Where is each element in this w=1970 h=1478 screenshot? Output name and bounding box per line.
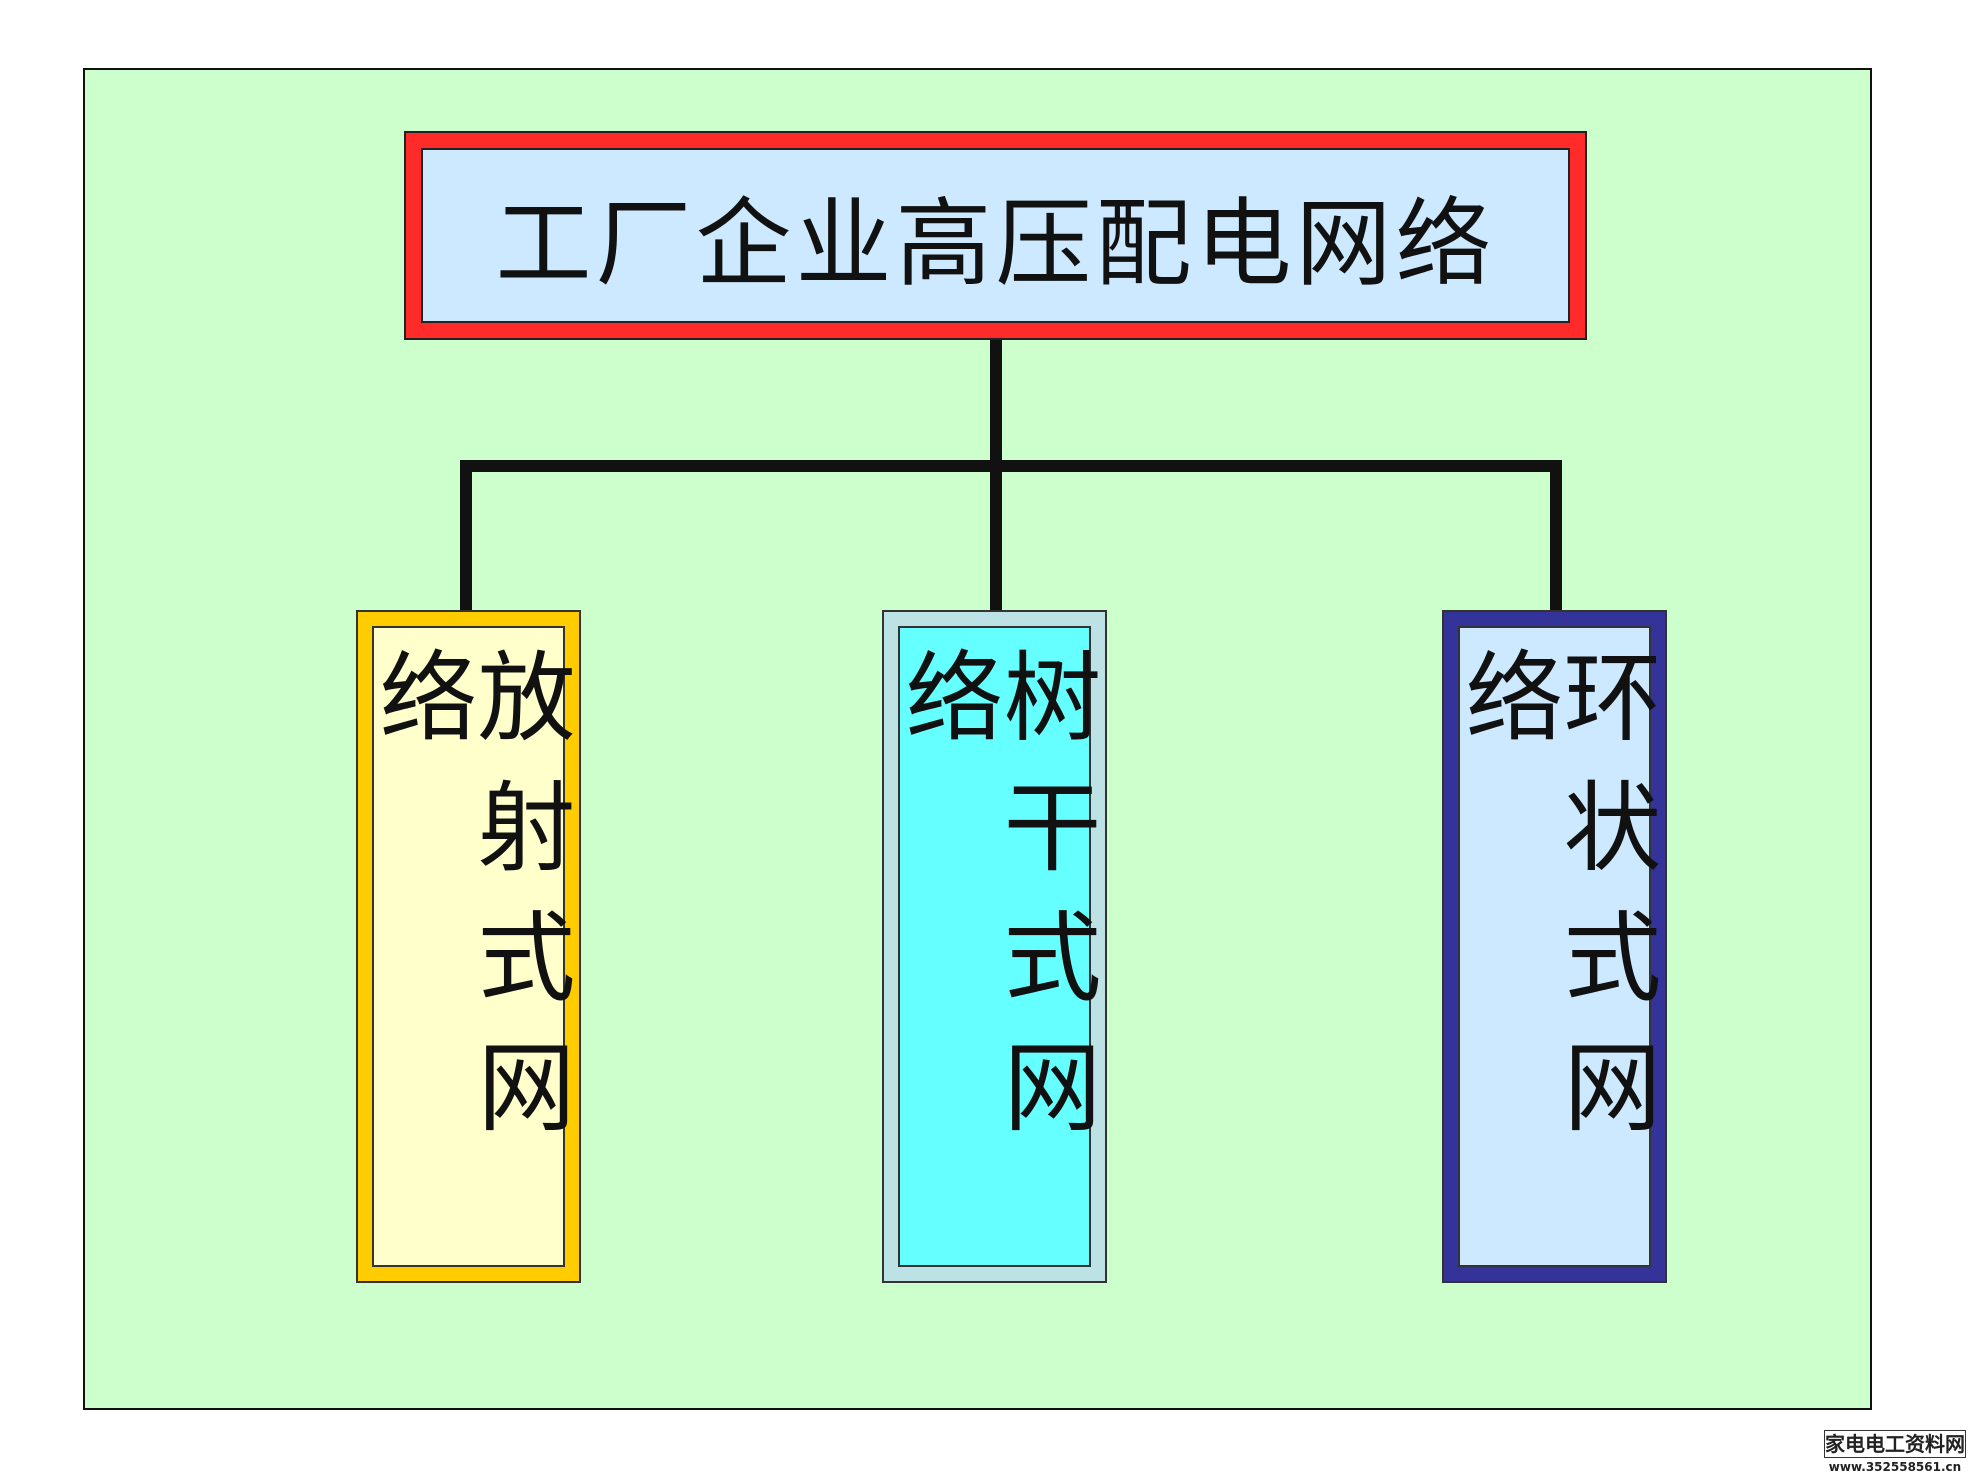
root-node-label: 工厂企业高压配电网络 [495, 188, 1496, 300]
child-node-trunk: 树干式网络 [882, 610, 1107, 1283]
child-node-ring-inner: 环状式网络 [1448, 626, 1661, 1267]
child-node-radial: 放射式网络 [356, 610, 581, 1283]
child-node-trunk-label: 树干式网络 [888, 646, 1101, 1166]
watermark: 家电电工资料网 www.352558561.cn [1820, 1430, 1970, 1478]
child-node-trunk-inner: 树干式网络 [888, 626, 1101, 1267]
root-node-inner: 工厂企业高压配电网络 [421, 148, 1570, 323]
watermark-url: www.352558561.cn [1828, 1460, 1962, 1474]
child-node-ring: 环状式网络 [1442, 610, 1667, 1283]
child-node-ring-label: 环状式网络 [1448, 646, 1661, 1166]
watermark-title: 家电电工资料网 [1824, 1430, 1966, 1458]
child-node-radial-label: 放射式网络 [362, 646, 575, 1166]
child-node-radial-inner: 放射式网络 [362, 626, 575, 1267]
root-node: 工厂企业高压配电网络 [404, 131, 1587, 340]
